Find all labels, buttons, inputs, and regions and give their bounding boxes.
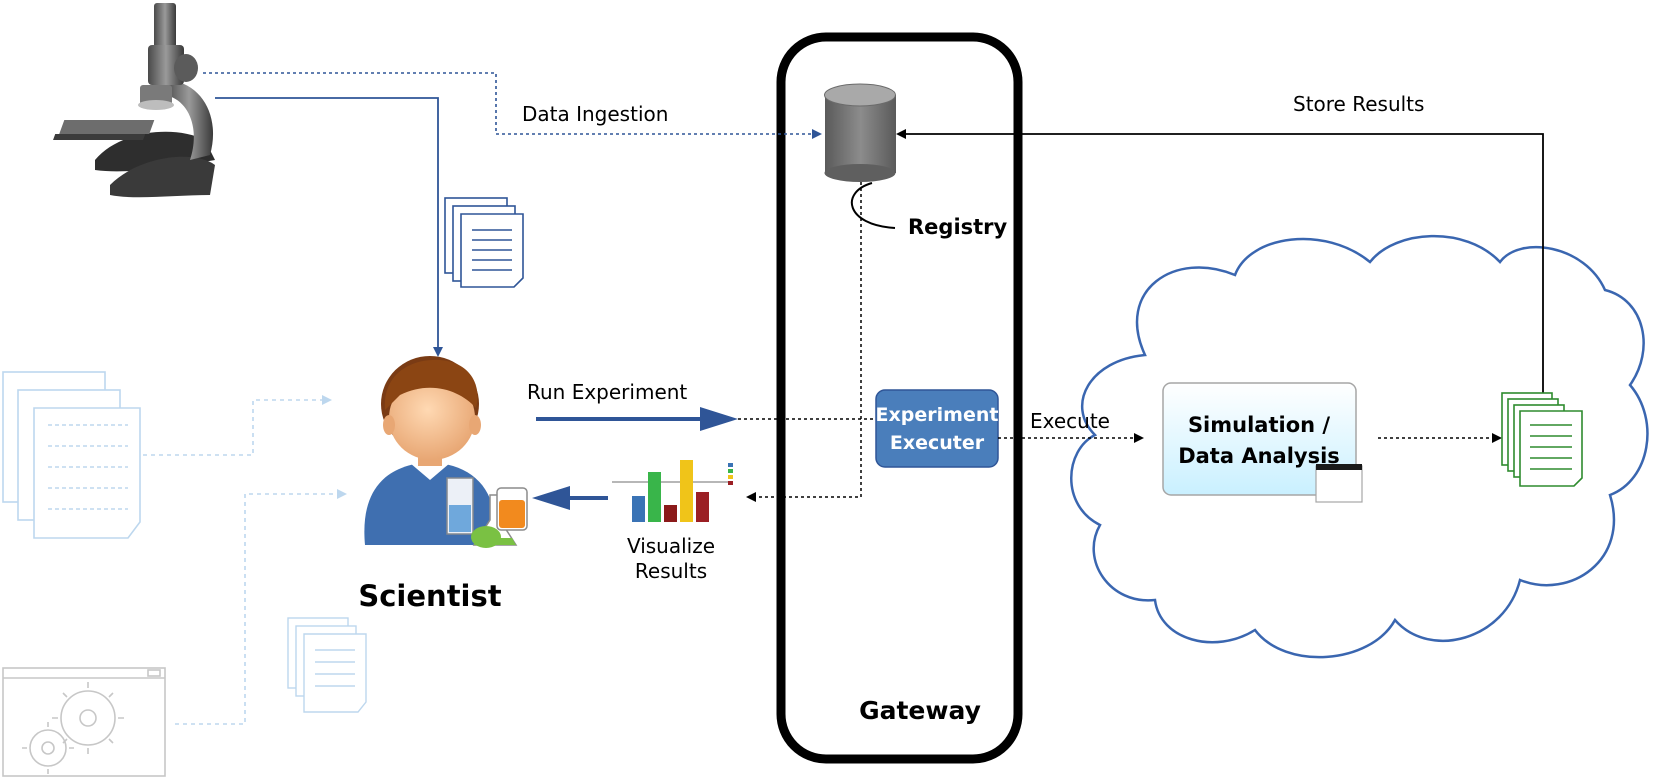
experiment-executer-label-2: Executer	[890, 432, 985, 454]
data-ingestion-label: Data Ingestion	[522, 102, 668, 126]
faded-small-documents-icon	[287, 617, 367, 713]
data-ingestion-arrow	[203, 72, 822, 139]
simulation-tab	[1315, 465, 1363, 503]
run-experiment-arrow	[536, 407, 738, 431]
microscope-icon	[53, 3, 215, 198]
experiment-executer-box	[875, 389, 999, 468]
documents-icon	[444, 197, 524, 288]
visualize-label-2: Results	[635, 559, 707, 583]
cloud-icon	[1070, 234, 1649, 659]
green-documents-icon	[1501, 392, 1583, 487]
scientist-icon	[364, 356, 528, 548]
microscope-to-scientist-arrow	[215, 97, 443, 357]
faded-connector-upper	[143, 395, 332, 456]
visualize-to-scientist-arrow	[532, 486, 608, 510]
gateway-label: Gateway	[859, 696, 981, 725]
execute-label: Execute	[1030, 409, 1110, 433]
scientist-label: Scientist	[358, 579, 501, 613]
visualize-label-1: Visualize	[627, 534, 715, 558]
database-icon	[824, 83, 896, 182]
store-results-label: Store Results	[1293, 92, 1424, 116]
registry-to-visualize-arrow	[746, 182, 862, 502]
run-experiment-label: Run Experiment	[527, 380, 687, 404]
experiment-executer-label-1: Experiment	[876, 404, 999, 426]
simulation-tab-bar	[1316, 464, 1362, 470]
simulation-label-2: Data Analysis	[1178, 444, 1340, 468]
faded-documents-icon	[2, 371, 141, 539]
gateway-container	[776, 32, 1023, 764]
simulation-label-1: Simulation /	[1188, 413, 1330, 437]
gears-window-icon	[2, 667, 166, 777]
registry-label: Registry	[908, 215, 1008, 239]
simulation-box	[1162, 382, 1357, 496]
store-results-arrow	[896, 129, 1544, 398]
registry-curve	[851, 182, 896, 229]
faded-connector-lower	[175, 489, 347, 725]
bar-chart-icon	[612, 460, 733, 522]
